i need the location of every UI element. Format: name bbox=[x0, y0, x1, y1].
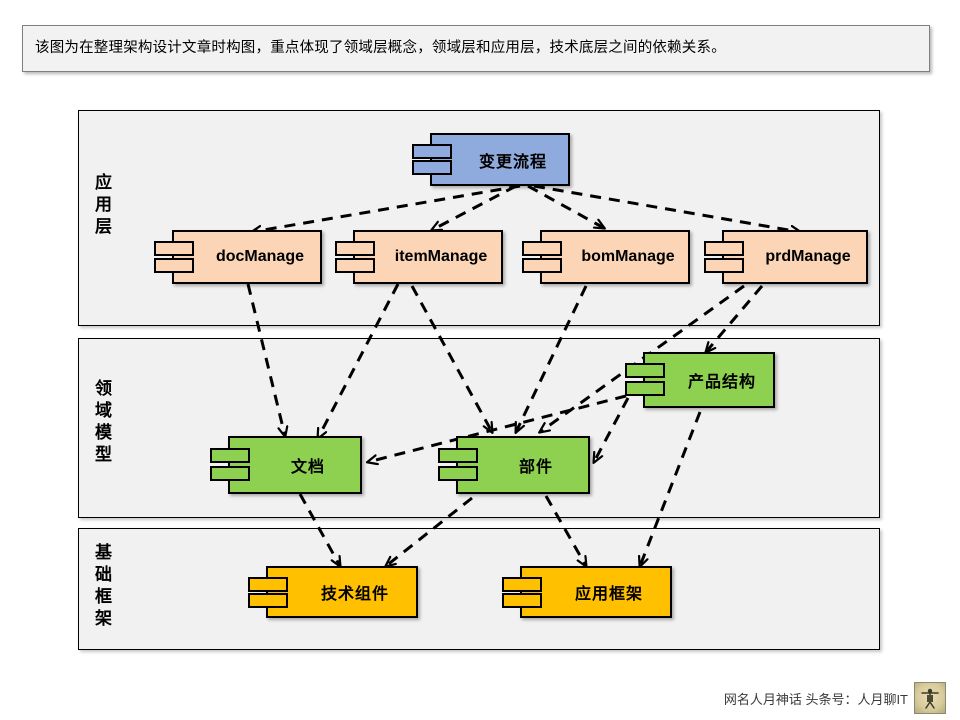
footer-credit-text: 网名人月神话 头条号：人月聊IT bbox=[723, 691, 908, 707]
component-tab-icon bbox=[704, 258, 744, 273]
component-tab-icon bbox=[704, 241, 744, 256]
component-tab-icon bbox=[522, 241, 562, 256]
component-label: itemManage bbox=[394, 248, 488, 265]
avatar bbox=[914, 682, 946, 714]
component-document[interactable]: 文档 bbox=[210, 436, 362, 494]
layer-application-title: 应用层 bbox=[92, 173, 111, 239]
caption-text: 该图为在整理架构设计文章时构图，重点体现了领域层概念，领域层和应用层，技术底层之… bbox=[35, 40, 726, 57]
caption-banner: 该图为在整理架构设计文章时构图，重点体现了领域层概念，领域层和应用层，技术底层之… bbox=[22, 25, 930, 72]
component-label: docManage bbox=[215, 248, 304, 265]
component-tab-icon bbox=[438, 466, 478, 482]
component-tab-icon bbox=[154, 241, 194, 256]
component-label: 产品结构 bbox=[687, 374, 756, 391]
component-tab-icon bbox=[412, 143, 452, 159]
component-tab-icon bbox=[248, 592, 288, 608]
component-part[interactable]: 部件 bbox=[438, 436, 590, 494]
component-prd-manage[interactable]: prdManage bbox=[704, 230, 868, 284]
component-label: 技术组件 bbox=[320, 586, 389, 603]
component-tab-icon bbox=[502, 576, 542, 592]
component-tab-icon bbox=[335, 241, 375, 256]
component-tab-icon bbox=[335, 258, 375, 273]
component-tab-icon bbox=[625, 363, 665, 379]
vitruvian-figure-icon bbox=[921, 688, 939, 709]
component-tab-icon bbox=[522, 258, 562, 273]
component-label: 部件 bbox=[518, 459, 553, 476]
layer-infrastructure-title: 基础框架 bbox=[92, 543, 111, 631]
component-label: bomManage bbox=[581, 248, 675, 265]
component-tab-icon bbox=[210, 447, 250, 463]
component-tab-icon bbox=[412, 160, 452, 176]
component-label: 文档 bbox=[290, 459, 325, 476]
layer-infrastructure: 基础框架 bbox=[78, 528, 880, 650]
component-item-manage[interactable]: itemManage bbox=[335, 230, 503, 284]
component-technical-component[interactable]: 技术组件 bbox=[248, 566, 418, 618]
footer: 网名人月神话 头条号：人月聊IT bbox=[724, 682, 946, 714]
component-product-structure[interactable]: 产品结构 bbox=[625, 352, 775, 408]
component-tab-icon bbox=[210, 466, 250, 482]
component-tab-icon bbox=[502, 592, 542, 608]
component-tab-icon bbox=[625, 381, 665, 397]
component-bom-manage[interactable]: bomManage bbox=[522, 230, 690, 284]
component-label: 变更流程 bbox=[478, 153, 547, 171]
component-doc-manage[interactable]: docManage bbox=[154, 230, 322, 284]
component-tab-icon bbox=[154, 258, 194, 273]
component-label: prdManage bbox=[765, 248, 851, 265]
layer-domain-model-title: 领域模型 bbox=[92, 379, 111, 467]
component-tab-icon bbox=[438, 447, 478, 463]
component-application-framework[interactable]: 应用框架 bbox=[502, 566, 672, 618]
component-label: 应用框架 bbox=[574, 586, 643, 603]
component-change-process[interactable]: 变更流程 bbox=[412, 133, 570, 186]
component-tab-icon bbox=[248, 576, 288, 592]
